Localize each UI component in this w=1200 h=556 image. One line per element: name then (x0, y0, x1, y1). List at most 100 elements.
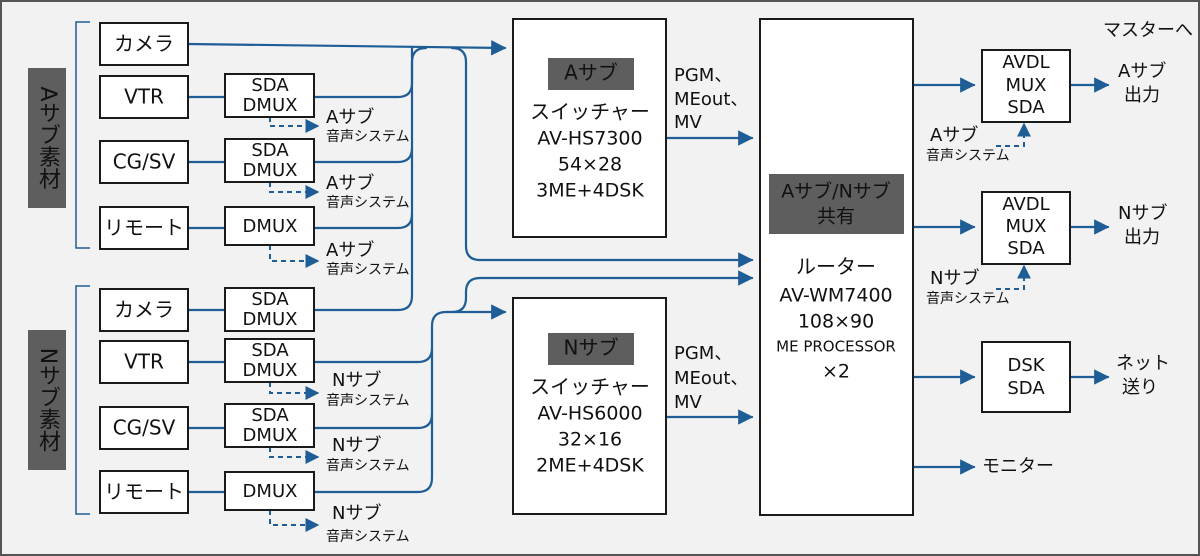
a-out-line2: 出力 (1124, 85, 1160, 106)
avdl-a-line2: MUX (1005, 75, 1046, 96)
a-switcher-tag: Aサブ (564, 61, 618, 85)
n-signal-label-line2: MEout、 (674, 368, 748, 389)
to-master-label: マスターへ (1103, 20, 1193, 41)
audio-system-labels: Aサブ 音声システム Aサブ 音声システム Aサブ 音声システム Nサブ 音声シ… (326, 106, 1010, 545)
n-camera-box (99, 288, 189, 332)
audio-a-remote-line1: Aサブ (326, 239, 374, 261)
router-tag-line1: Aサブ/Nサブ (781, 180, 891, 203)
n-sources: カメラ VTR CG/SV リモート (99, 288, 189, 514)
a-remote-dmux-label: DMUX (243, 216, 298, 237)
n-vtr-sda-label: SDA (251, 340, 289, 361)
a-camera-box (99, 22, 189, 66)
wire-n-trunk (430, 304, 507, 480)
a-signal-label-line2: MEout、 (674, 89, 748, 110)
avdl-a-box (981, 49, 1071, 123)
signal-wires (186, 40, 1110, 494)
audio-avdl-n-line2: 音声システム (926, 290, 1010, 307)
a-vtr-box (99, 75, 189, 119)
audio-n-vtr-line1: Nサブ (332, 369, 381, 391)
n-group-label-bg (28, 330, 66, 470)
a-switcher-tag-bg (548, 58, 634, 90)
audio-branch-n-remote (269, 510, 320, 532)
n-switcher-line2: AV-HS6000 (537, 403, 642, 425)
n-cgsv-dmux-label: DMUX (243, 425, 298, 446)
a-switcher-line3: 54×28 (558, 154, 622, 176)
audio-a-vtr-line2: 音声システム (326, 128, 410, 145)
a-vtr-sda-dmux-box (224, 73, 315, 118)
n-camera-sda-label: SDA (251, 289, 289, 310)
a-cgsv-box (99, 140, 189, 184)
n-vtr-box (99, 340, 189, 384)
net-line1: ネット (1116, 353, 1170, 374)
audio-n-remote-line1: Nサブ (332, 502, 381, 524)
dsk-line1: DSK (1007, 355, 1045, 376)
audio-branch-a-remote (269, 245, 320, 268)
output-boxes: AVDL MUX SDA AVDL MUX SDA DSK SDA (981, 49, 1071, 413)
a-group-brace (75, 21, 90, 249)
audio-a-remote-line2: 音声システム (326, 261, 410, 278)
n-remote-box (99, 470, 189, 514)
a-signal-label-line1: PGM、 (674, 65, 732, 86)
n-out-line2: 出力 (1124, 227, 1160, 248)
audio-n-vtr-line2: 音声システム (326, 392, 410, 409)
a-processors: SDA DMUX SDA DMUX DMUX SDA DMUX (224, 73, 315, 332)
n-cgsv-sda-dmux-box (224, 403, 315, 448)
n-cgsv-sda-label: SDA (251, 405, 289, 426)
wire-a-trunk (312, 46, 414, 312)
audio-a-cgsv-line2: 音声システム (326, 194, 410, 211)
wire-n-to-router (450, 270, 754, 314)
n-switcher-tag: Nサブ (564, 336, 619, 360)
a-vtr-dmux-label: DMUX (243, 95, 298, 116)
n-camera-dmux-label: DMUX (243, 309, 298, 330)
audio-branch-a-cgsv (269, 182, 320, 199)
net-line2: 送り (1122, 377, 1158, 398)
a-switcher: Aサブ スイッチャー AV-HS7300 54×28 3ME+4DSK (512, 18, 667, 238)
a-vtr-sda-label: SDA (251, 75, 289, 96)
n-cgsv-box (99, 406, 189, 450)
router-box (759, 18, 914, 516)
avdl-n-line2: MUX (1005, 216, 1046, 237)
a-sources: カメラ VTR CG/SV リモート (99, 22, 189, 250)
audio-avdl-n-line1: Nサブ (930, 267, 979, 289)
router-tag-bg (769, 174, 904, 234)
n-remote-label: リモート (104, 480, 184, 504)
avdl-n-line1: AVDL (1002, 194, 1049, 215)
a-vtr-label: VTR (124, 85, 164, 109)
n-switcher-line4: 2ME+4DSK (536, 455, 644, 477)
dsk-line2: SDA (1007, 378, 1045, 399)
a-switcher-line2: AV-HS7300 (537, 128, 642, 150)
n-switcher-tag-bg (548, 333, 634, 365)
a-cgsv-dmux-label: DMUX (243, 160, 298, 181)
a-group-label: Aサブ素材 (35, 86, 61, 189)
n-cgsv-label: CG/SV (113, 416, 176, 440)
audio-avdl-a-line2: 音声システム (926, 147, 1010, 164)
n-processors: SDA DMUX SDA DMUX DMUX (224, 338, 315, 511)
n-remote-dmux-box (224, 471, 315, 511)
dsk-box (981, 341, 1071, 413)
audio-branch-a-vtr (269, 117, 320, 133)
audio-n-cgsv-line1: Nサブ (332, 434, 381, 456)
n-group-brace (75, 285, 90, 515)
audio-branches (269, 117, 1031, 532)
router-tag-line2: 共有 (817, 206, 855, 228)
n-signal-label-line3: MV (674, 392, 703, 413)
avdl-a-line1: AVDL (1002, 52, 1049, 73)
router-line4: ME PROCESSOR (776, 338, 896, 356)
n-signal-label-line1: PGM、 (674, 343, 732, 364)
a-signal-label-line3: MV (674, 112, 703, 133)
monitor-label: モニター (982, 456, 1054, 477)
audio-branch-n-cgsv (269, 447, 320, 464)
avdl-a-line3: SDA (1007, 97, 1045, 118)
a-out-line1: Aサブ (1118, 60, 1166, 82)
n-camera-label: カメラ (114, 298, 174, 322)
router-line2: AV-WM7400 (779, 285, 892, 307)
a-remote-box (99, 206, 189, 250)
n-vtr-label: VTR (124, 350, 164, 374)
a-switcher-line4: 3ME+4DSK (536, 180, 644, 202)
router-line3: 108×90 (798, 311, 874, 333)
a-cgsv-sda-label: SDA (251, 140, 289, 161)
avdl-n-box (981, 191, 1071, 265)
router-line5: ×2 (822, 361, 850, 383)
n-vtr-sda-dmux-box (224, 338, 315, 383)
